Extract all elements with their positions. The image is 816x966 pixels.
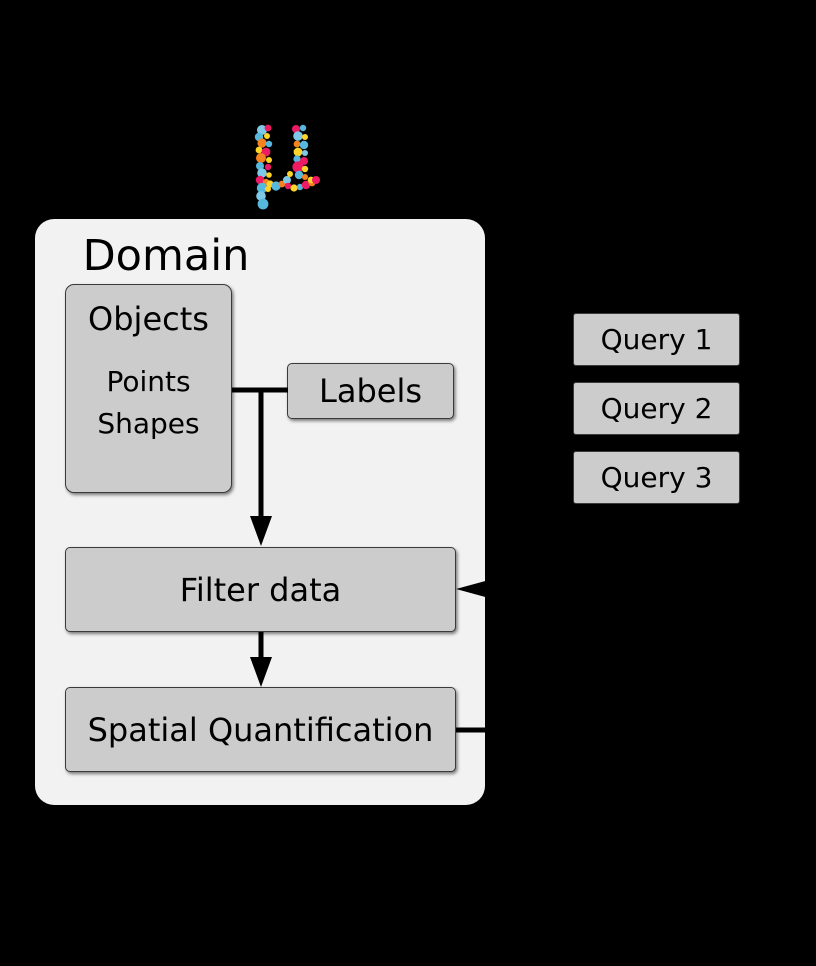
objects-item-shapes: Shapes: [97, 407, 200, 440]
objects-item-points: Points: [106, 365, 191, 398]
objects-box[interactable]: Objects Points Shapes: [65, 284, 232, 493]
objects-title: Objects: [88, 300, 209, 338]
filter-data-label: Filter data: [179, 570, 342, 609]
spatial-quantification-label: Spatial Quantification: [87, 710, 434, 749]
mu-logo-icon: [248, 122, 328, 212]
query-box-1-label: Query 1: [600, 323, 713, 356]
query-box-3[interactable]: Query 3: [573, 451, 740, 504]
labels-box-label: Labels: [319, 372, 422, 410]
objects-item-list: Points Shapes: [97, 361, 199, 445]
spatial-quantification-box[interactable]: Spatial Quantification: [65, 687, 456, 772]
query-box-2[interactable]: Query 2: [573, 382, 740, 435]
query-box-1[interactable]: Query 1: [573, 313, 740, 366]
filter-data-box[interactable]: Filter data: [65, 547, 456, 632]
labels-box[interactable]: Labels: [287, 363, 454, 419]
query-box-3-label: Query 3: [600, 461, 713, 494]
query-box-2-label: Query 2: [600, 392, 713, 425]
domain-title: Domain: [82, 231, 250, 281]
